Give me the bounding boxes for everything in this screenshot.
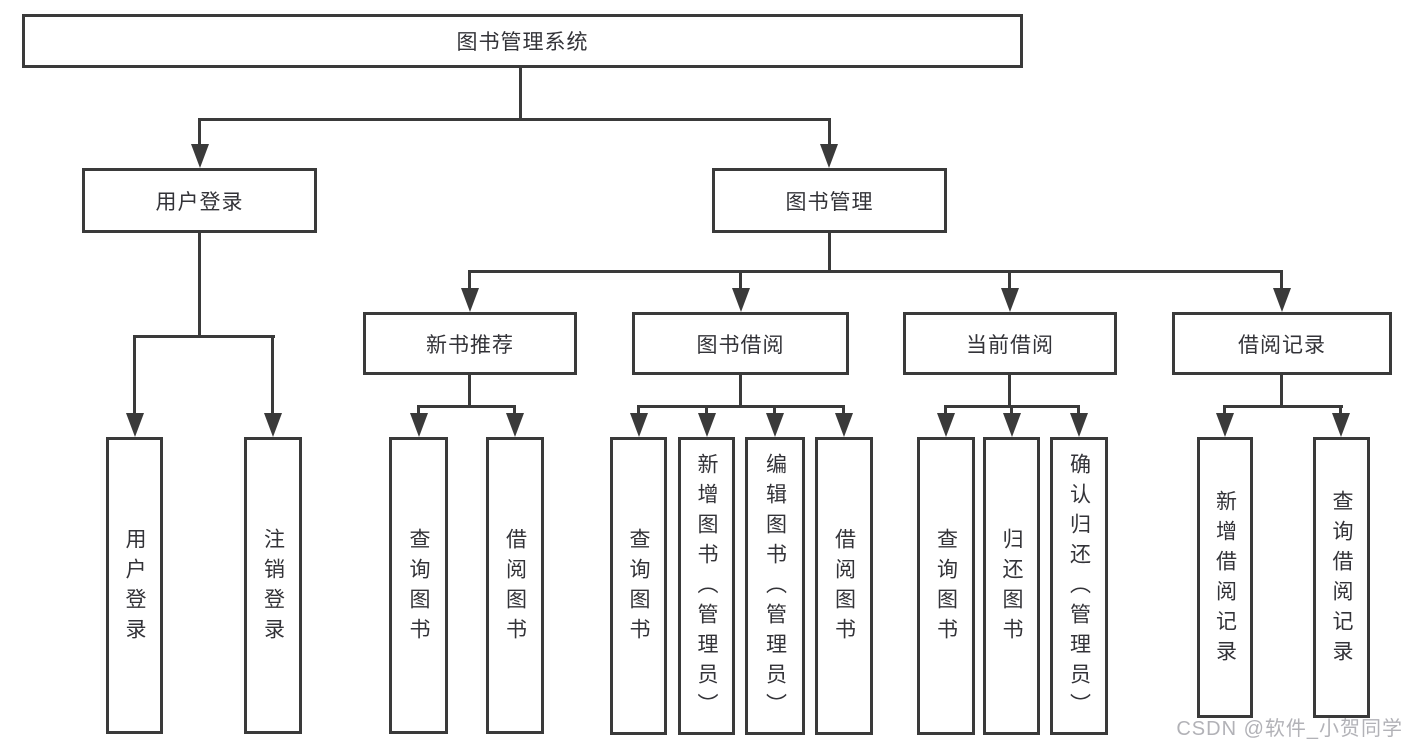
arrow-down-icon — [1070, 413, 1088, 437]
leaf-current-query-books: 查询图书 — [917, 437, 975, 735]
connector-leaf-stem — [513, 405, 516, 415]
connector-leaf-stem — [705, 405, 708, 415]
connector-leaf-stem — [944, 405, 947, 415]
arrow-down-icon — [732, 288, 750, 312]
node-user-login: 用户登录 — [82, 168, 317, 233]
connector-login-group-bar — [133, 335, 275, 338]
arrow-down-icon — [126, 413, 144, 437]
connector-book-borrow-stem — [739, 270, 742, 292]
node-new-book-recommend: 新书推荐 — [363, 312, 577, 375]
arrow-down-icon — [766, 413, 784, 437]
connector-records-group-bar — [1223, 405, 1343, 408]
arrow-down-icon — [1001, 288, 1019, 312]
node-current-borrow: 当前借阅 — [903, 312, 1117, 375]
leaf-borrow-edit-books-admin: 编辑图书（管理员） — [745, 437, 805, 735]
connector-recommend-down — [468, 375, 471, 407]
arrow-down-icon — [1273, 288, 1291, 312]
connector-book-mgmt-down — [828, 233, 831, 272]
connector-user-login-down — [198, 233, 201, 337]
connector-leaf-stem — [133, 335, 136, 415]
arrow-down-icon — [1332, 413, 1350, 437]
node-book-borrow: 图书借阅 — [632, 312, 849, 375]
leaf-records-add: 新增借阅记录 — [1197, 437, 1253, 718]
connector-leaf-stem — [271, 335, 274, 415]
node-root-library-system: 图书管理系统 — [22, 14, 1023, 68]
arrow-down-icon — [835, 413, 853, 437]
arrow-down-icon — [1003, 413, 1021, 437]
connector-leaf-stem — [773, 405, 776, 415]
arrow-down-icon — [820, 144, 838, 168]
arrow-down-icon — [1216, 413, 1234, 437]
connector-leaf-stem — [1077, 405, 1080, 415]
connector-current-borrow-stem — [1008, 270, 1011, 292]
connector-borrow-records-stem — [1280, 270, 1283, 292]
node-book-management: 图书管理 — [712, 168, 947, 233]
arrow-down-icon — [506, 413, 524, 437]
connector-root-stem — [519, 68, 522, 121]
arrow-down-icon — [698, 413, 716, 437]
leaf-logout: 注销登录 — [244, 437, 302, 734]
leaf-recommend-borrow-books: 借阅图书 — [486, 437, 544, 734]
arrow-down-icon — [937, 413, 955, 437]
connector-book-mgmt-stem — [828, 118, 831, 146]
connector-level3-bar — [468, 270, 1283, 273]
arrow-down-icon — [461, 288, 479, 312]
connector-leaf-stem — [1010, 405, 1013, 415]
connector-leaf-stem — [1223, 405, 1226, 415]
leaf-user-login: 用户登录 — [106, 437, 163, 734]
connector-new-book-stem — [468, 270, 471, 292]
connector-leaf-stem — [1339, 405, 1342, 415]
connector-recommend-group-bar — [417, 405, 516, 408]
connector-level2-bar — [198, 118, 831, 121]
leaf-borrow-add-books-admin: 新增图书（管理员） — [678, 437, 735, 735]
leaf-borrow-borrow-books: 借阅图书 — [815, 437, 873, 735]
csdn-watermark: CSDN @软件_小贺同学 — [1176, 718, 1403, 740]
arrow-down-icon — [191, 144, 209, 168]
leaf-records-query: 查询借阅记录 — [1313, 437, 1370, 718]
leaf-current-confirm-return-admin: 确认归还（管理员） — [1050, 437, 1108, 735]
leaf-borrow-query-books: 查询图书 — [610, 437, 667, 735]
arrow-down-icon — [410, 413, 428, 437]
connector-borrow-down — [739, 375, 742, 407]
connector-borrow-group-bar — [637, 405, 845, 408]
connector-records-down — [1280, 375, 1283, 407]
arrow-down-icon — [264, 413, 282, 437]
connector-current-down — [1008, 375, 1011, 407]
connector-leaf-stem — [417, 405, 420, 415]
connector-user-login-stem — [198, 118, 201, 146]
connector-leaf-stem — [637, 405, 640, 415]
connector-leaf-stem — [842, 405, 845, 415]
arrow-down-icon — [630, 413, 648, 437]
node-borrow-records: 借阅记录 — [1172, 312, 1392, 375]
leaf-recommend-query-books: 查询图书 — [389, 437, 448, 734]
leaf-current-return-books: 归还图书 — [983, 437, 1040, 735]
